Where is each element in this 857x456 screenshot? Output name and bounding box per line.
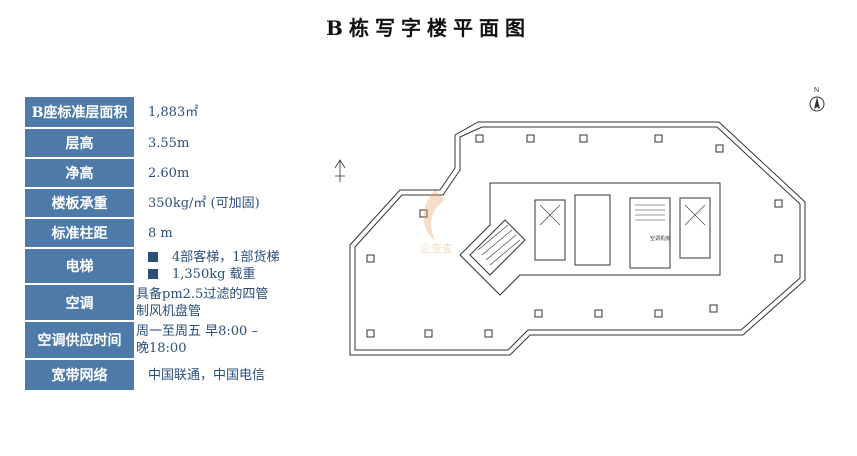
spec-value: 1,883㎡ (134, 97, 315, 127)
room-label: 空调机房 (650, 235, 670, 242)
spec-label: 标准柱距 (25, 219, 134, 247)
core-room (534, 199, 566, 261)
spec-value: 8 m (134, 219, 315, 247)
watermark-logo: 企查查 (420, 190, 453, 255)
spec-value-line: 具备pm2.5过滤的四管 (136, 286, 269, 302)
spec-row-floor-load: 楼板承重 350kg/㎡ (可加固) (25, 189, 315, 217)
spec-value-line: 中国联通，中国电信 (148, 367, 266, 383)
watermark-text: 企查查 (420, 241, 453, 255)
spec-value-line: 350kg/㎡ (可加固) (148, 195, 260, 211)
spec-value-line: 1,350kg 载重 (172, 267, 256, 282)
spec-row-elevator: 电梯 4部客梯，1部货梯 1,350kg 载重 (25, 249, 315, 283)
spec-label: 电梯 (25, 249, 134, 283)
stair (469, 219, 526, 276)
floor-outline-outer (349, 121, 806, 356)
spec-value: 具备pm2.5过滤的四管 制风机盘管 (134, 285, 315, 320)
columns (366, 134, 783, 338)
spec-value: 周一至周五 早8:00 – 晚18:00 (134, 322, 315, 358)
spec-table: B座标准层面积 1,883㎡ 层高 3.55m 净高 2.60m 楼板承重 35… (25, 97, 315, 392)
spec-label: 空调 (25, 285, 134, 320)
spec-value-line: 晚18:00 (136, 341, 187, 356)
spec-row-ac-hours: 空调供应时间 周一至周五 早8:00 – 晚18:00 (25, 322, 315, 358)
spec-row-broadband: 宽带网络 中国联通，中国电信 (25, 360, 315, 390)
square-bullet-icon (148, 269, 158, 279)
floor-plan: 空调机房 企查查 N (334, 87, 825, 356)
spec-row-clear-height: 净高 2.60m (25, 159, 315, 187)
core-room (629, 197, 671, 269)
spec-label: 宽带网络 (25, 360, 134, 390)
spec-value: 3.55m (134, 129, 315, 157)
spec-label: 空调供应时间 (25, 322, 134, 358)
spec-label: 净高 (25, 159, 134, 187)
spec-value-line: 2.60m (148, 165, 190, 181)
spec-bullet-line: 4部客梯，1部货梯 (148, 249, 315, 266)
spec-value-line: 1,883㎡ (148, 104, 199, 120)
spec-value: 2.60m (134, 159, 315, 187)
spec-value-line: 周一至周五 早8:00 – (136, 324, 258, 339)
spec-bullet-line: 1,350kg 载重 (148, 266, 315, 283)
north-arrow-small-icon (334, 159, 346, 182)
spec-value: 4部客梯，1部货梯 1,350kg 载重 (134, 249, 315, 283)
north-compass-icon: N (809, 87, 825, 112)
core-room (679, 197, 711, 259)
spec-value-line: 4部客梯，1部货梯 (172, 250, 280, 265)
spec-row-air-conditioning: 空调 具备pm2.5过滤的四管 制风机盘管 (25, 285, 315, 320)
stair-treads (635, 204, 665, 221)
square-bullet-icon (148, 252, 158, 262)
spec-value-line: 8 m (148, 225, 173, 241)
spec-row-column-spacing: 标准柱距 8 m (25, 219, 315, 247)
spec-label: 层高 (25, 129, 134, 157)
elevator-cross (539, 204, 706, 226)
spec-value: 350kg/㎡ (可加固) (134, 189, 315, 217)
spec-label: B座标准层面积 (25, 97, 134, 127)
north-label: N (814, 87, 819, 94)
core-room (574, 194, 611, 266)
spec-label: 楼板承重 (25, 189, 134, 217)
spec-row-area: B座标准层面积 1,883㎡ (25, 97, 315, 127)
spec-row-floor-height: 层高 3.55m (25, 129, 315, 157)
spec-value-line: 3.55m (148, 135, 190, 151)
core-outline (459, 182, 721, 296)
floor-outline-inner (354, 126, 801, 351)
spec-value: 中国联通，中国电信 (134, 360, 315, 390)
stair-treads (477, 224, 521, 266)
page-title: B栋写字楼平面图 (326, 16, 531, 40)
spec-value-line: 制风机盘管 (136, 303, 202, 319)
